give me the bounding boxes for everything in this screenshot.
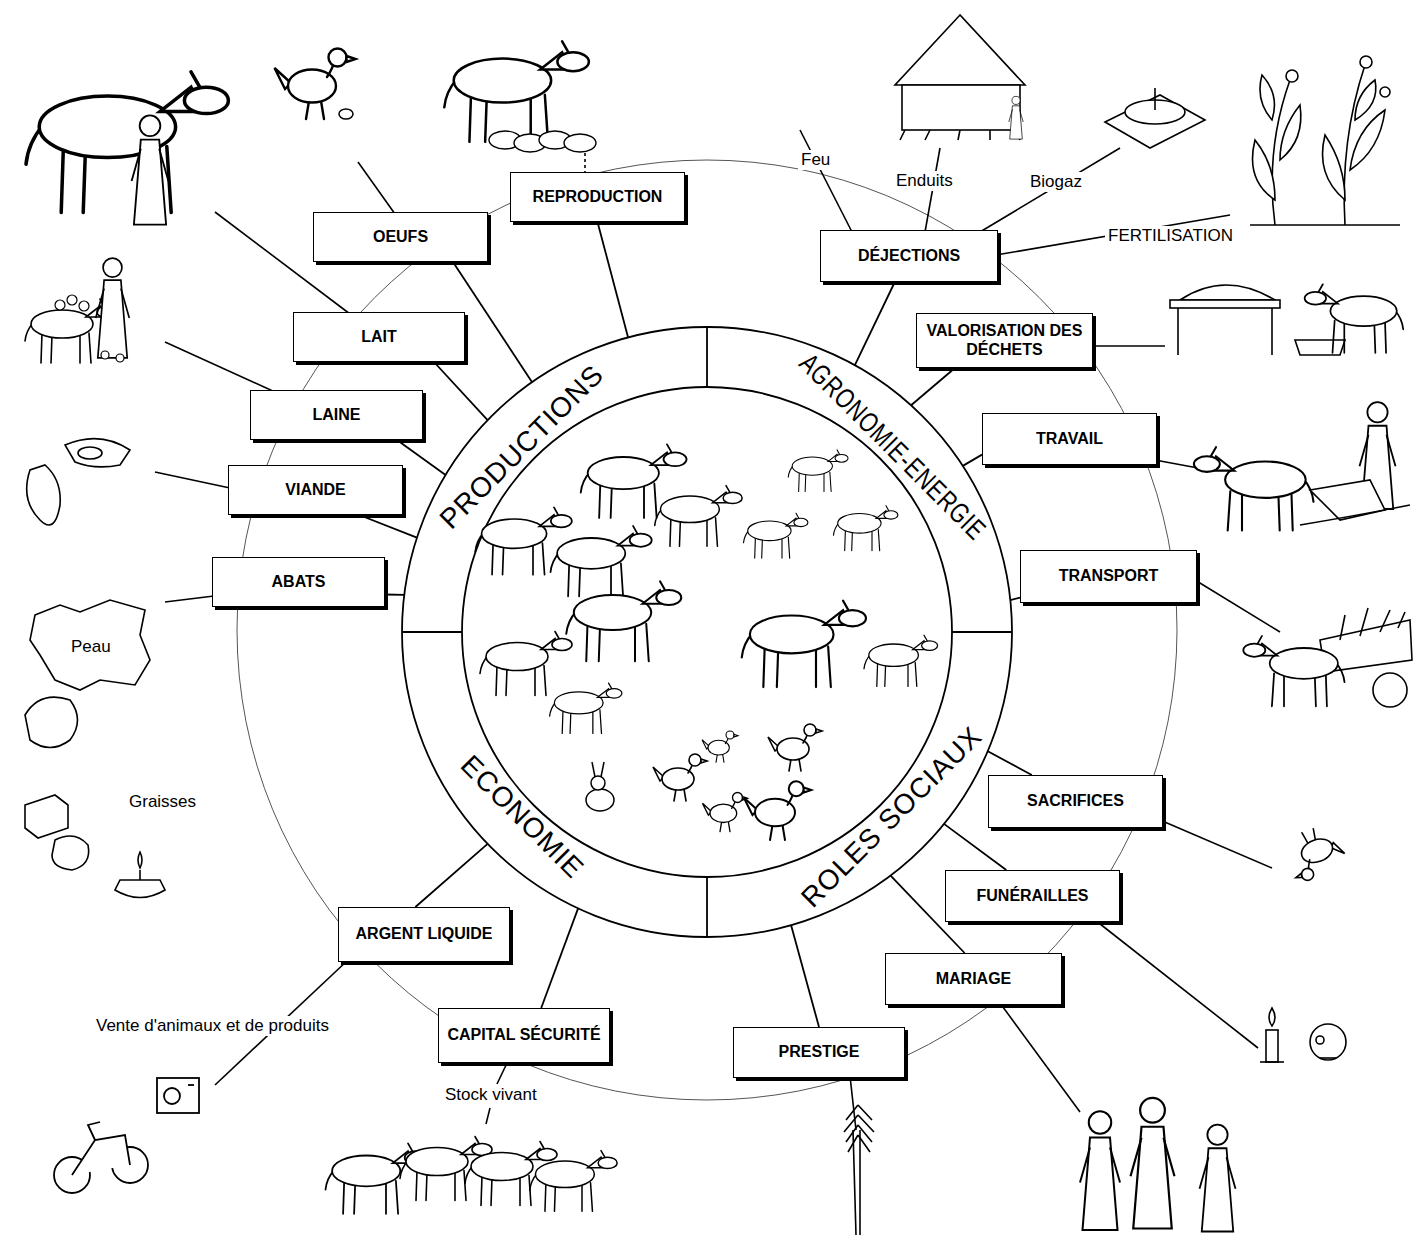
marriage-people	[1080, 1098, 1236, 1232]
connector-line	[598, 222, 629, 337]
function-box: VALORISATION DES DÉCHETS	[916, 313, 1093, 368]
box-label: ARGENT LIQUIDE	[356, 925, 493, 943]
box-label: TRANSPORT	[1059, 567, 1159, 585]
connector-line	[855, 282, 895, 365]
function-box: CAPITAL SÉCURITÉ	[438, 1008, 610, 1063]
function-box: LAINE	[250, 390, 423, 440]
annotation-label: Peau	[68, 637, 114, 657]
function-box: PRESTIGE	[733, 1027, 905, 1078]
connector-line	[1010, 598, 1020, 600]
hen-egg	[275, 49, 356, 120]
prestige-sheaf	[844, 1105, 874, 1235]
outer-circle	[237, 160, 1177, 1100]
function-box: LAIT	[293, 312, 465, 362]
central-animals	[475, 444, 937, 840]
connector-line	[988, 751, 1032, 775]
meat	[27, 439, 130, 525]
box-label: ABATS	[272, 573, 326, 591]
connector-line	[791, 925, 819, 1027]
box-label: CAPITAL SÉCURITÉ	[447, 1026, 600, 1044]
function-box: ABATS	[212, 557, 385, 607]
connector-line	[415, 844, 487, 907]
annotation-label: FERTILISATION	[1105, 226, 1236, 246]
annotation-label: Vente d'animaux et de produits	[93, 1016, 332, 1036]
function-box: OEUFS	[313, 212, 488, 262]
waste-feeding	[1170, 284, 1403, 355]
plants	[1250, 56, 1400, 225]
box-label: TRAVAIL	[1036, 430, 1103, 448]
horse-plough	[1194, 402, 1410, 530]
sector-band: PRODUCTIONS	[435, 360, 609, 534]
box-label: MARIAGE	[936, 970, 1012, 988]
sector-title: ECONOMIE	[455, 751, 588, 884]
biogas-plant	[1105, 88, 1205, 148]
function-box: MARIAGE	[885, 953, 1062, 1005]
connector-line	[434, 362, 488, 420]
connector-line	[397, 440, 446, 475]
livestock-herd	[326, 1137, 618, 1214]
sector-title: AGRONOMIE-ENERGIE	[794, 348, 990, 544]
leader-lines	[155, 130, 1280, 1130]
connector-line	[541, 908, 578, 1008]
sector-band: ECONOMIE	[455, 751, 588, 884]
candle-skull	[1260, 1008, 1346, 1062]
box-label: VIANDE	[285, 481, 345, 499]
box-label: PRESTIGE	[779, 1043, 860, 1061]
box-label: LAIT	[361, 328, 397, 346]
function-box: VIANDE	[228, 465, 403, 515]
box-label: DÉJECTIONS	[858, 247, 960, 265]
motorbike-radio	[54, 1078, 199, 1193]
annotation-label: Biogaz	[1027, 172, 1085, 192]
sow-piglets	[444, 41, 596, 152]
box-label: FUNÉRAILLES	[977, 887, 1089, 905]
box-label: OEUFS	[373, 228, 428, 246]
connector-line	[963, 455, 982, 466]
sacrificed-fowl	[1282, 822, 1349, 885]
donkey-cart	[1243, 608, 1412, 707]
box-label: SACRIFICES	[1027, 792, 1124, 810]
offal-products	[25, 600, 165, 898]
function-box: DÉJECTIONS	[820, 230, 998, 282]
box-label: VALORISATION DES DÉCHETS	[925, 322, 1084, 359]
sector-band: AGRONOMIE-ENERGIE	[794, 348, 991, 545]
annotation-label: Graisses	[126, 792, 199, 812]
connector-line	[944, 824, 1006, 870]
function-box: TRAVAIL	[982, 413, 1157, 465]
annotation-label: Enduits	[893, 171, 956, 191]
sector-title: PRODUCTIONS	[435, 360, 609, 534]
annotation-label: Feu	[798, 150, 833, 170]
connector-line	[385, 594, 404, 596]
connector-line	[359, 515, 417, 538]
box-label: REPRODUCTION	[533, 188, 663, 206]
connector-line	[911, 368, 955, 405]
function-box: REPRODUCTION	[510, 172, 685, 222]
sheep-shearing	[25, 258, 129, 363]
function-box: TRANSPORT	[1020, 550, 1197, 603]
function-box: SACRIFICES	[988, 775, 1163, 828]
hut	[895, 15, 1025, 140]
central-ring	[402, 327, 1012, 937]
function-box: ARGENT LIQUIDE	[338, 907, 510, 962]
box-label: LAINE	[313, 406, 361, 424]
annotation-label: Stock vivant	[442, 1085, 540, 1105]
milking-cow	[26, 72, 228, 225]
function-box: FUNÉRAILLES	[945, 870, 1120, 922]
